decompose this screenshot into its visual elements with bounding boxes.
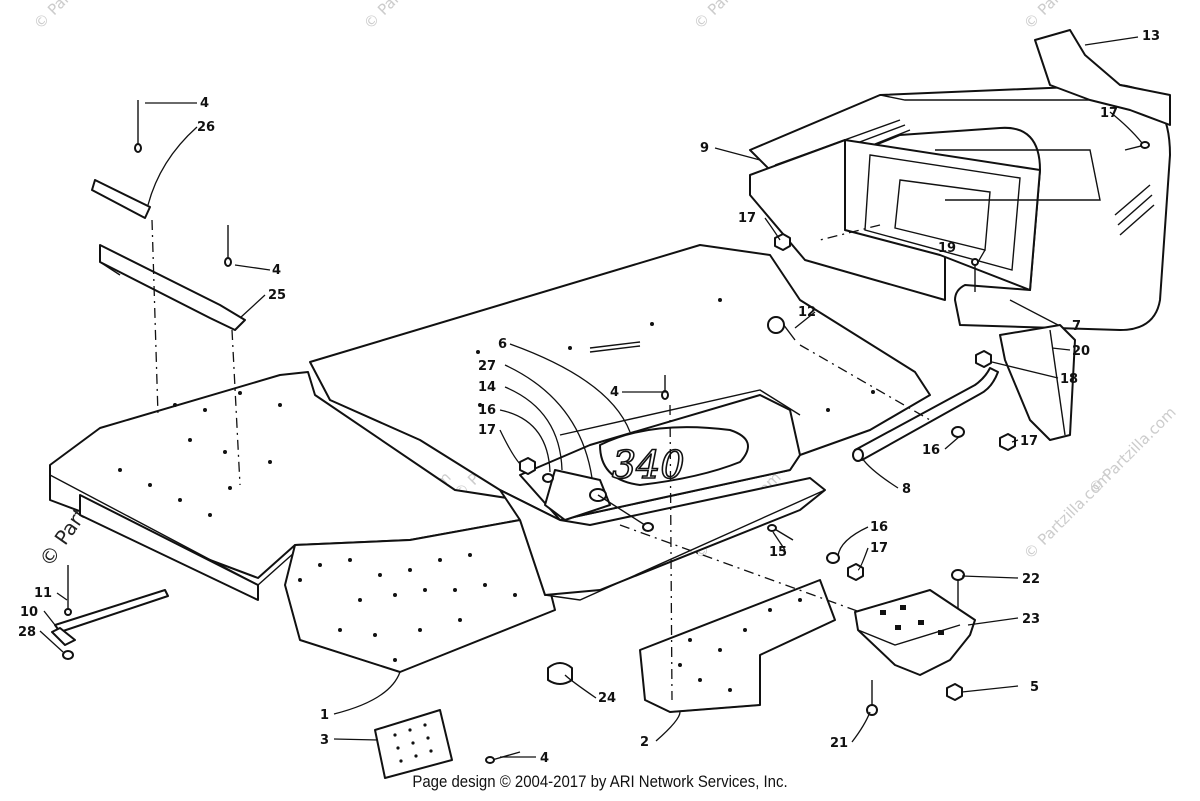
callout-24: 22 xyxy=(1022,572,1040,587)
callout-4: 4 xyxy=(610,385,619,400)
part-1-side-panel xyxy=(49,371,556,673)
callout-27: 21 xyxy=(830,736,848,751)
callout-5: 5 xyxy=(1030,680,1039,695)
callout-numbers: 4 26 4 25 11 10 28 1 3 4 2 24 4 6 27 14 … xyxy=(18,29,1160,766)
part-23-strap xyxy=(91,179,151,219)
callout-18: 19 xyxy=(938,241,956,256)
callout-12: 12 xyxy=(798,305,816,320)
callout-4: 4 xyxy=(200,96,209,111)
panel-holes xyxy=(118,391,517,662)
part-26-step-plate xyxy=(854,589,976,676)
watermark: © Partzilla.com xyxy=(1020,0,1115,33)
part-20-mud-flap xyxy=(999,324,1076,441)
callout-10: 10 xyxy=(20,605,38,620)
callout-17: 17 xyxy=(1020,434,1038,449)
part-8-tube xyxy=(852,367,999,462)
callout-15: 15 xyxy=(769,545,787,560)
part-2-bracket xyxy=(499,477,836,713)
page-credit: Page design © 2004-2017 by ARI Network S… xyxy=(412,772,788,791)
part-13-seal xyxy=(1034,29,1171,126)
callout-7: 7 xyxy=(1072,319,1081,334)
callout-17: 17 xyxy=(478,423,496,438)
callout-9: 9 xyxy=(700,141,709,156)
callout-3: 3 xyxy=(320,733,329,748)
callout-14: 14 xyxy=(478,380,496,395)
callout-17: 17 xyxy=(870,541,888,556)
callout-21: 24 xyxy=(598,691,616,706)
callout-11: 11 xyxy=(34,586,52,601)
part-10-bar xyxy=(51,589,169,646)
watermark: © Partzilla.com xyxy=(360,0,455,33)
callout-28: 28 xyxy=(18,625,36,640)
callout-1: 1 xyxy=(320,708,329,723)
callout-25: 27 xyxy=(478,359,496,374)
callout-16: 16 xyxy=(922,443,940,458)
callout-26: 23 xyxy=(1022,612,1040,627)
callout-20: 20 xyxy=(1072,344,1090,359)
callout-22: 25 xyxy=(268,288,286,303)
callout-16: 16 xyxy=(870,520,888,535)
callout-17: 18 xyxy=(1060,372,1078,387)
part-9-plate xyxy=(749,139,1101,301)
part-14-hinge xyxy=(544,469,654,532)
callout-4: 4 xyxy=(272,263,281,278)
callout-6: 6 xyxy=(498,337,507,352)
watermark: © Partzilla.com xyxy=(1085,403,1180,498)
part-22-angle xyxy=(99,244,246,331)
callout-13: 13 xyxy=(1142,29,1160,44)
watermark: © Partzilla.com xyxy=(30,0,125,33)
callout-17: 17 xyxy=(738,211,756,226)
callout-16: 16 xyxy=(478,403,496,418)
callout-23: 26 xyxy=(197,120,215,135)
alignment-lines xyxy=(151,219,931,701)
part-3-plate xyxy=(374,709,453,779)
part-6-tunnel: 340 xyxy=(309,244,931,521)
hardware xyxy=(62,100,1150,764)
callout-19: 17 xyxy=(1100,106,1118,121)
callout-4: 4 xyxy=(540,751,549,766)
model-badge-340: 340 xyxy=(612,443,685,487)
callout-2: 2 xyxy=(640,735,649,750)
leader-lines xyxy=(39,36,1143,758)
watermark: © Partzilla.com xyxy=(690,0,785,33)
callout-8: 8 xyxy=(902,482,911,497)
